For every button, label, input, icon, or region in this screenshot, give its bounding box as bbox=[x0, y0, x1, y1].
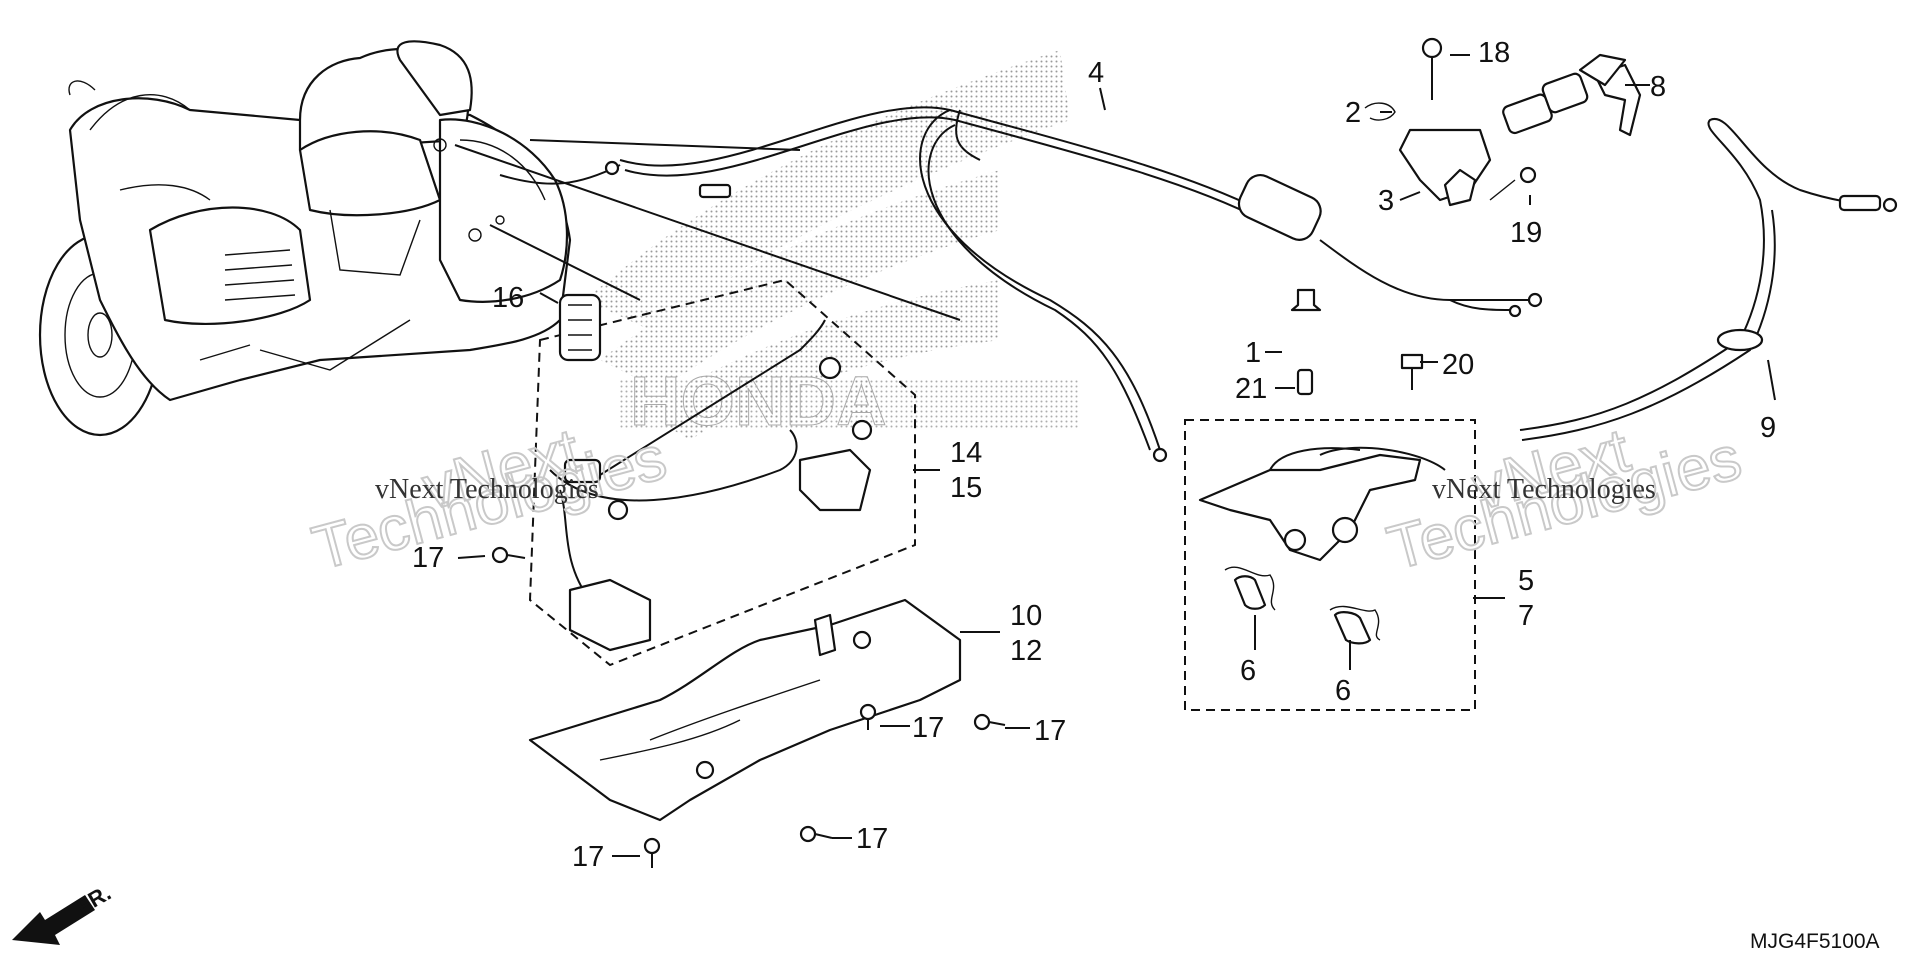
callout-14: 14 bbox=[950, 437, 982, 469]
callout-20: 20 bbox=[1442, 349, 1474, 381]
callout-9: 9 bbox=[1760, 412, 1776, 444]
callout-8: 8 bbox=[1650, 71, 1666, 103]
small-parts-top-right bbox=[1364, 37, 1642, 207]
callout-12: 12 bbox=[1010, 635, 1042, 667]
watermark-text-right: vNext Technologies bbox=[1432, 474, 1656, 505]
cable-9 bbox=[1519, 117, 1898, 441]
callout-labels: 4 18 2 8 3 19 1 20 21 9 5 7 6 6 14 15 16… bbox=[412, 37, 1776, 873]
callout-leaders bbox=[457, 54, 1776, 857]
latch-assembly-group bbox=[528, 278, 916, 667]
callout-16: 16 bbox=[492, 282, 524, 314]
fasteners bbox=[491, 288, 1424, 868]
callout-17-center: 17 bbox=[912, 712, 944, 744]
callout-7: 7 bbox=[1518, 600, 1534, 632]
diagram-code: MJG4F5100A bbox=[1750, 930, 1880, 953]
callout-18: 18 bbox=[1478, 37, 1510, 69]
callout-17-bottom: 17 bbox=[572, 841, 604, 873]
callout-15: 15 bbox=[950, 472, 982, 504]
brand-text: HONDA bbox=[630, 362, 887, 440]
callout-4: 4 bbox=[1088, 57, 1104, 89]
callout-10: 10 bbox=[1010, 600, 1042, 632]
callout-17-right: 17 bbox=[1034, 715, 1066, 747]
callout-19: 19 bbox=[1510, 217, 1542, 249]
callout-6-right: 6 bbox=[1335, 675, 1351, 707]
callout-21: 21 bbox=[1235, 373, 1267, 405]
callout-3: 3 bbox=[1378, 185, 1394, 217]
callout-6-left: 6 bbox=[1240, 655, 1256, 687]
callout-17-lower: 17 bbox=[856, 823, 888, 855]
motorcycle-illustration bbox=[38, 40, 572, 437]
grommet-16 bbox=[558, 293, 602, 362]
background-wing-logo: HONDA bbox=[585, 50, 1080, 441]
callout-5: 5 bbox=[1518, 565, 1534, 597]
cable-assembly-4 bbox=[499, 106, 1543, 463]
leader-line bbox=[489, 224, 641, 301]
callout-1: 1 bbox=[1245, 337, 1261, 369]
front-arrow: FR. bbox=[12, 880, 115, 945]
cover-10-12 bbox=[528, 598, 962, 822]
callout-17-left: 17 bbox=[412, 542, 444, 574]
callout-2: 2 bbox=[1345, 97, 1361, 129]
watermark-text-left: vNext Technologies bbox=[375, 474, 599, 505]
lock-mechanism-group bbox=[1184, 419, 1476, 711]
leader-line bbox=[454, 144, 961, 321]
